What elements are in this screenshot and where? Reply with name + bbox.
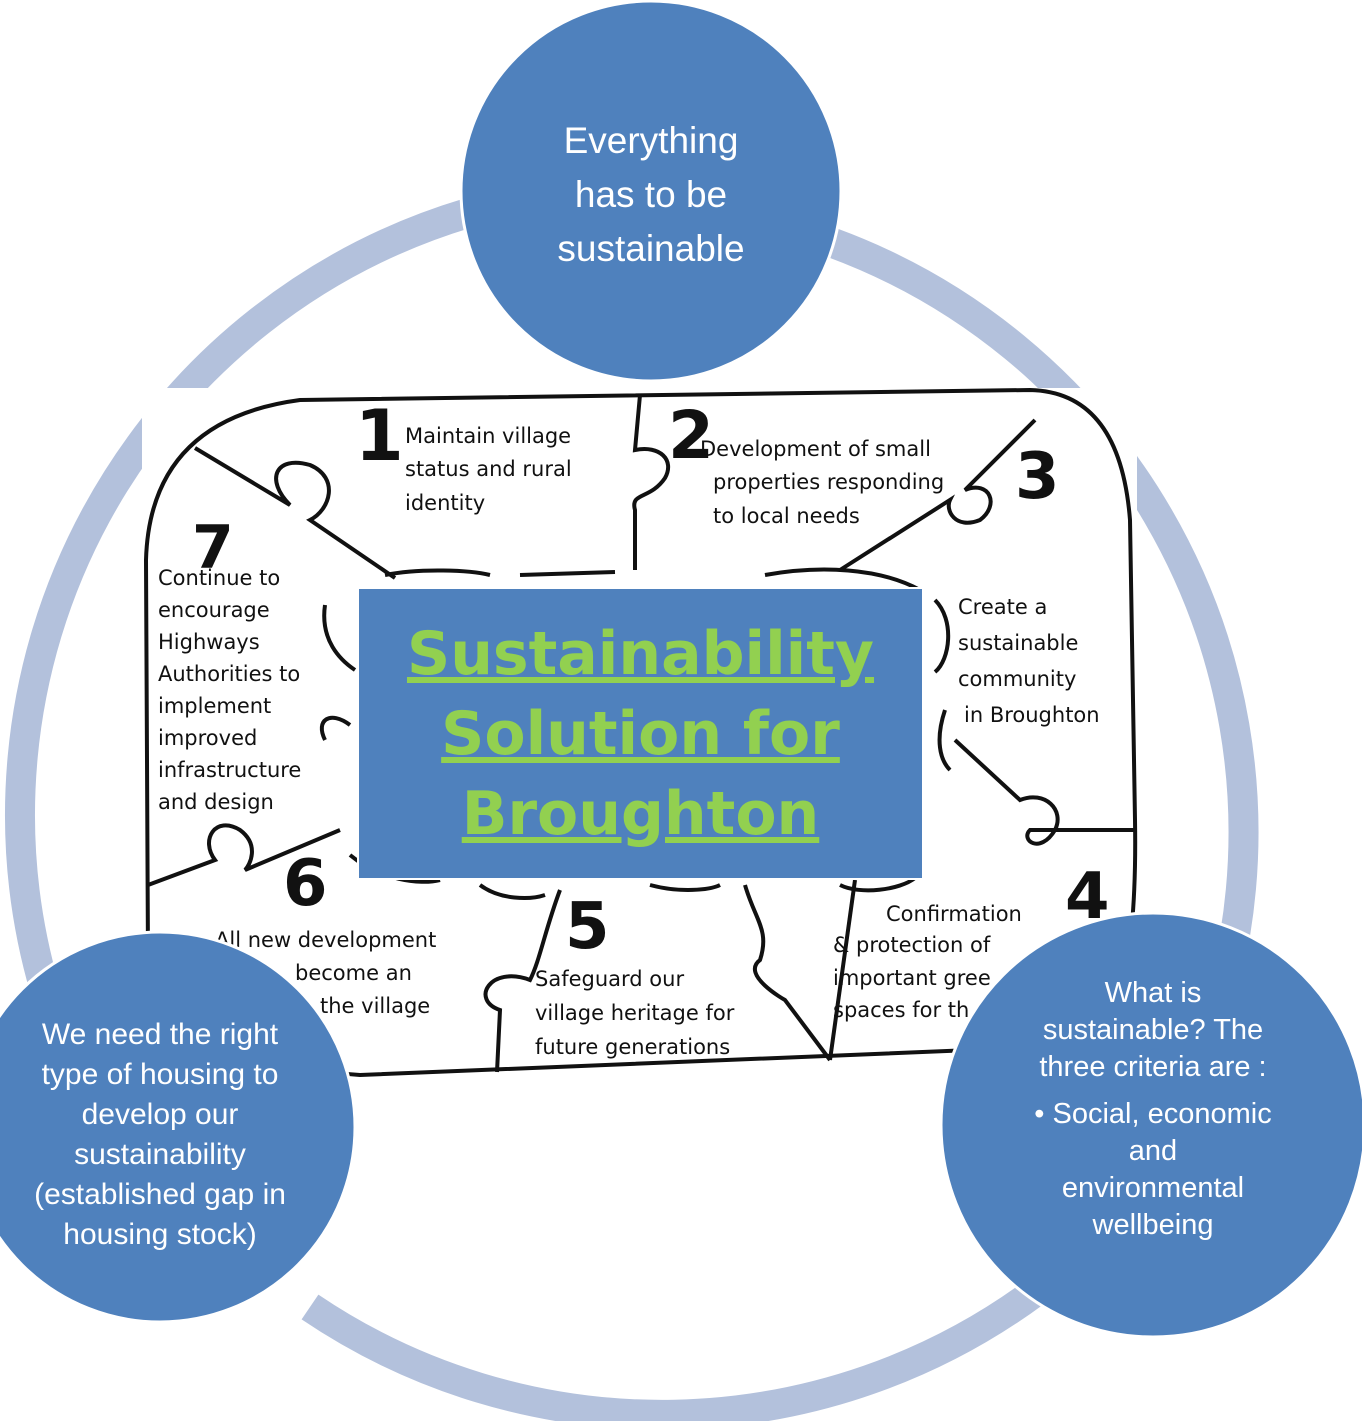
piece-6-text: All new development become an the villag… [215, 928, 443, 1018]
circle-left-text: We need the right type of housing to dev… [0, 1012, 320, 1257]
circle-left-line: housing stock) [63, 1217, 257, 1251]
circle-top-text: Everything has to be sustainable [500, 110, 802, 280]
circle-right-text: What is sustainable? The three criteria … [1005, 975, 1301, 1275]
circle-right-bullet-line: wellbeing [1092, 1209, 1214, 1241]
puzzle-outline [143, 387, 1138, 1078]
piece-number-1: 1 [355, 395, 404, 477]
circle-right-line: three criteria are : [1039, 1051, 1267, 1083]
piece-2-text: Development of small properties respondi… [700, 437, 951, 528]
topic-circles [0, 0, 1362, 1339]
circle-right-bullet-line: and [1128, 1135, 1178, 1167]
piece-1-text: Maintain village status and rural identi… [405, 424, 578, 515]
piece-3-text: Create a sustainable community in Brough… [958, 595, 1100, 727]
piece-number-3: 3 [1015, 440, 1060, 514]
puzzle-piece-cuts [147, 394, 1135, 1073]
circle-left-line: We need the right [41, 1017, 279, 1051]
ring-arc-top-right [827, 228, 1259, 938]
circle-left-line: type of housing to [41, 1057, 279, 1091]
circle-left-line: develop our [81, 1097, 239, 1131]
ring-arc-bottom [301, 1279, 1044, 1421]
circle-top-line: Everything [563, 120, 739, 161]
circle-right-bullet-line: environmental [1061, 1172, 1245, 1204]
circle-top [459, 0, 843, 383]
title-line-2: Solution for [441, 698, 840, 769]
circle-top-line: sustainable [557, 228, 745, 269]
piece-4-text: Confirmation & protection of important g… [833, 902, 1029, 1022]
title-line-1: Sustainability [406, 618, 875, 689]
piece-5-text: Safeguard our village heritage for futur… [535, 967, 741, 1059]
circle-right-bullet-line: • Social, economic [1034, 1098, 1272, 1130]
ring-arc-top-left [5, 198, 473, 995]
cycle-ring [5, 198, 1259, 1421]
circle-top-line: has to be [574, 174, 728, 215]
piece-number-2: 2 [668, 397, 714, 474]
title-box: Sustainability Solution for Broughton [357, 587, 924, 880]
piece-number-5: 5 [565, 890, 610, 964]
circle-left-line: (established gap in [34, 1177, 286, 1211]
title-line-3: Broughton [461, 778, 820, 849]
circle-right [939, 911, 1362, 1339]
circle-right-line: What is [1104, 977, 1202, 1009]
piece-number-7: 7 [192, 513, 234, 583]
circle-left-line: sustainability [74, 1137, 246, 1171]
piece-7-text: Continue to encourage Highways Authoriti… [158, 566, 308, 814]
circle-right-line: sustainable? The [1042, 1014, 1264, 1046]
circle-left [0, 930, 357, 1324]
piece-number-6: 6 [283, 847, 328, 921]
